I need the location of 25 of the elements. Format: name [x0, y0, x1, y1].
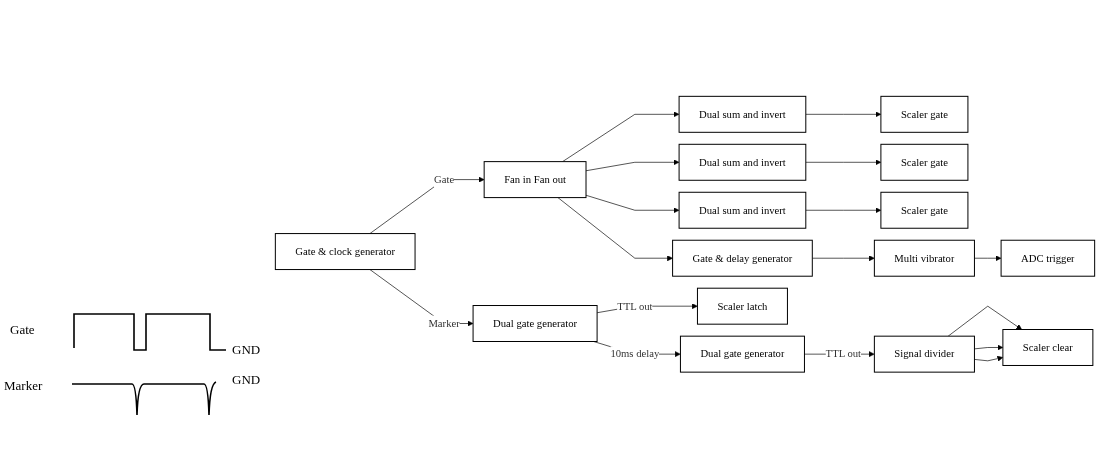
node-box: Gate & clock generator: [274, 232, 416, 270]
node-box: Signal divider: [873, 335, 975, 373]
node-box: Dual sum and invert: [678, 191, 807, 229]
signal-name: Gate: [10, 322, 35, 337]
edge-label: TTL out: [825, 347, 862, 360]
node-box: Gate & delay generator: [672, 239, 813, 277]
edge-label: 10ms delay: [610, 347, 660, 360]
node-box: Dual gate generator: [679, 335, 805, 373]
node-box: Dual sum and invert: [678, 95, 807, 133]
node-box: Scaler clear: [1002, 328, 1094, 366]
node-box: Scaler gate: [880, 95, 969, 133]
node-box: Dual gate generator: [472, 304, 598, 342]
signal-name: Marker: [4, 378, 43, 393]
ground-label: GND: [232, 372, 261, 387]
node-box: Multi vibrator: [873, 239, 975, 277]
node-box: ADC trigger: [1000, 239, 1096, 277]
edge-label: Gate: [434, 173, 455, 185]
edge-label: Marker: [428, 317, 460, 329]
ground-label: GND: [232, 342, 261, 357]
edge-label: TTL out: [617, 299, 653, 312]
node-box: Fan in Fan out: [483, 160, 587, 198]
node-box: Scaler latch: [696, 287, 788, 325]
node-box: Scaler gate: [880, 143, 969, 181]
node-box: Dual sum and invert: [678, 143, 807, 181]
node-box: Scaler gate: [880, 191, 969, 229]
